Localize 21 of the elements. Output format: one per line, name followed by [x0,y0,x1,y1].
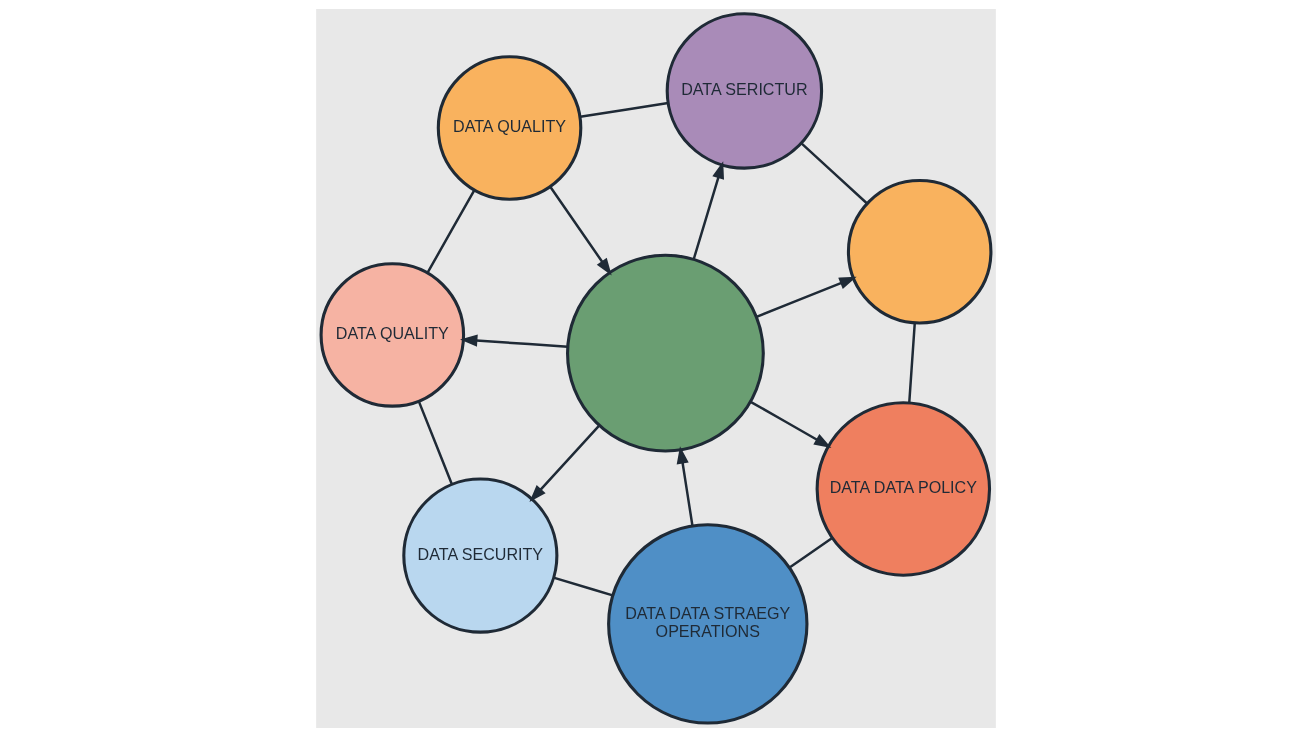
connector [908,322,916,403]
node-circle: DATA DATA STRAEGY OPERATIONS [607,522,809,725]
connector [788,536,833,568]
arrow [529,424,601,502]
node-circle: DATA SERICTUR [665,11,824,170]
arrow [676,445,694,526]
connector [426,188,476,273]
arrow [460,334,568,348]
connector [800,141,868,204]
node-circle: DATA SECURITY [402,477,559,634]
arrow [756,276,857,318]
connector [580,101,669,118]
connector [417,400,454,485]
node-circle [846,178,993,324]
node-circle: DATA QUALITY [436,54,583,201]
connector [553,575,614,597]
node-circle [566,253,765,453]
arrow [750,400,832,448]
node-circle: DATA QUALITY [319,261,466,408]
arrow [549,185,612,275]
arrow [692,160,724,260]
